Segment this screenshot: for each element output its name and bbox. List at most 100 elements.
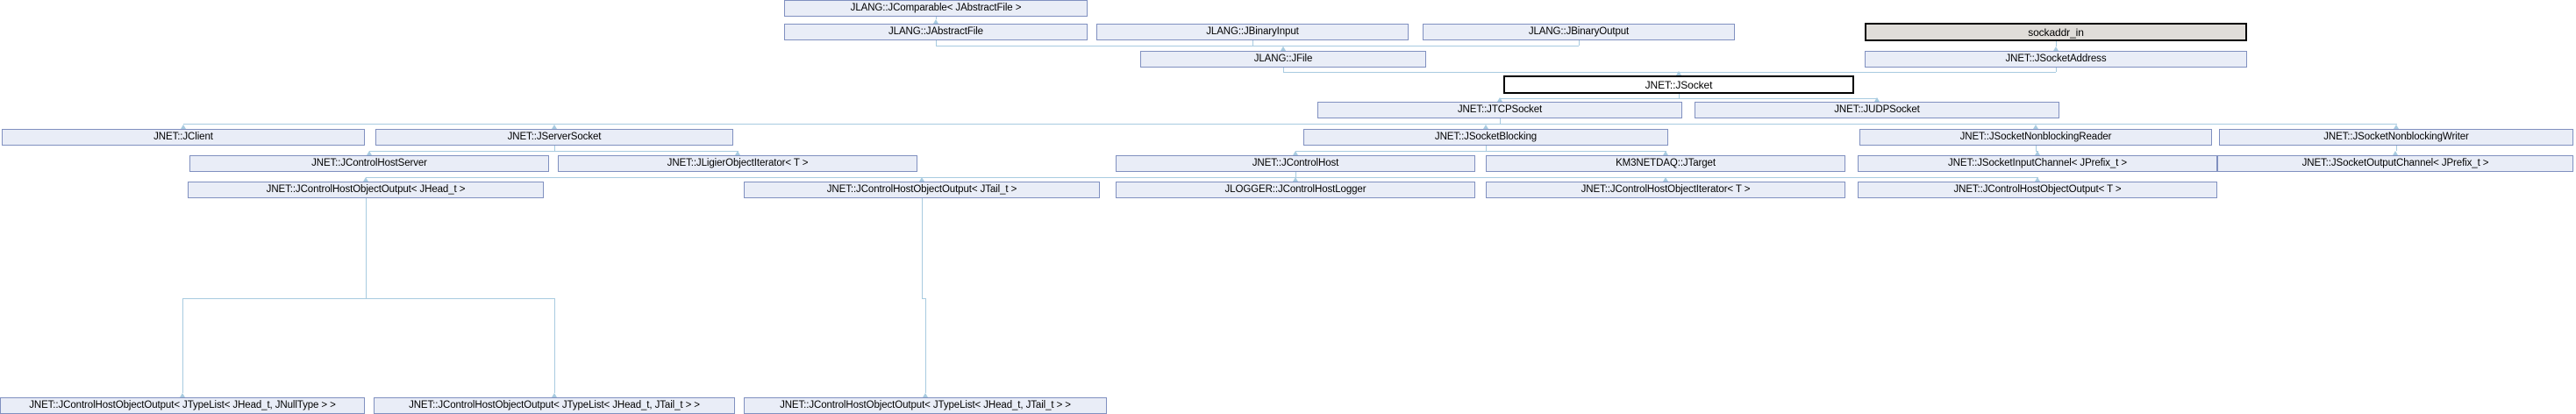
edge-vertical	[1486, 146, 1487, 151]
edge-vertical	[1500, 118, 1501, 124]
edge-vertical	[2396, 146, 2397, 151]
class-node-choiterator[interactable]: JNET::JControlHostObjectIterator< T >	[1486, 182, 1845, 198]
inheritance-arrowhead	[932, 19, 938, 24]
class-node-jtcpsocket[interactable]: JNET::JTCPSocket	[1317, 102, 1682, 118]
class-node-jabstractfile[interactable]: JLANG::JAbstractFile	[784, 24, 1088, 40]
inheritance-arrowhead	[1675, 71, 1681, 75]
class-node-jtarget[interactable]: KM3NETDAQ::JTarget	[1486, 155, 1845, 172]
edge-horizontal	[369, 151, 738, 152]
class-node-label: JLANG::JComparable< JAbstractFile >	[850, 2, 1022, 13]
class-node-choo_head[interactable]: JNET::JControlHostObjectOutput< JHead_t …	[188, 182, 544, 198]
inheritance-arrowhead	[366, 151, 372, 155]
class-node-choo_tl_tail2[interactable]: JNET::JControlHostObjectOutput< JTypeLis…	[744, 397, 1107, 414]
class-node-label: JNET::JControlHost	[1252, 157, 1339, 168]
edge-vertical	[1579, 40, 1580, 46]
edge-vertical	[554, 298, 555, 393]
class-node-label: JNET::JControlHostObjectOutput< JHead_t …	[266, 183, 466, 195]
inheritance-arrowhead	[1873, 97, 1880, 102]
class-node-jcontrolhostserver[interactable]: JNET::JControlHostServer	[189, 155, 549, 172]
edge-horizontal	[1500, 98, 1877, 99]
inheritance-arrowhead	[2392, 151, 2398, 155]
class-node-jsockinchannel[interactable]: JNET::JSocketInputChannel< JPrefix_t >	[1858, 155, 2217, 172]
inheritance-arrowhead	[2052, 46, 2059, 51]
class-node-jsocknbwriter[interactable]: JNET::JSocketNonblockingWriter	[2219, 129, 2573, 146]
edge-vertical	[1679, 94, 1680, 98]
class-node-jsocknbreader[interactable]: JNET::JSocketNonblockingReader	[1859, 129, 2212, 146]
edge-vertical	[2036, 124, 2037, 125]
edge-horizontal	[182, 298, 554, 299]
inheritance-arrowhead	[551, 125, 557, 129]
class-node-jbinaryinput[interactable]: JLANG::JBinaryInput	[1096, 24, 1409, 40]
inheritance-arrowhead	[2032, 125, 2038, 129]
class-node-judpsocket[interactable]: JNET::JUDPSocket	[1695, 102, 2059, 118]
inheritance-arrowhead	[1292, 151, 1298, 155]
edge-vertical	[936, 40, 937, 46]
class-node-sockaddr_in[interactable]: sockaddr_in	[1865, 23, 2247, 41]
class-node-jclient[interactable]: JNET::JClient	[2, 129, 365, 146]
inheritance-arrowhead	[1292, 177, 1298, 182]
class-node-jsocketaddress[interactable]: JNET::JSocketAddress	[1865, 51, 2247, 68]
edge-vertical	[2056, 41, 2057, 46]
inheritance-arrowhead	[1662, 151, 1668, 155]
edge-vertical	[1252, 40, 1253, 46]
class-node-label: JNET::JControlHostObjectOutput< JTypeLis…	[780, 399, 1071, 410]
class-node-label: JNET::JSocketNonblockingReader	[1959, 131, 2112, 142]
class-node-jsockoutchannel[interactable]: JNET::JSocketOutputChannel< JPrefix_t >	[2217, 155, 2573, 172]
inheritance-arrowhead	[1496, 97, 1502, 102]
inheritance-arrowhead	[179, 393, 185, 397]
class-node-label: JLANG::JBinaryInput	[1206, 25, 1299, 37]
edge-vertical	[182, 298, 183, 393]
class-node-label: JNET::JSocketOutputChannel< JPrefix_t >	[2301, 157, 2489, 168]
class-node-jfile[interactable]: JLANG::JFile	[1140, 51, 1426, 68]
class-node-choo_tail[interactable]: JNET::JControlHostObjectOutput< JTail_t …	[744, 182, 1100, 198]
inheritance-arrowhead	[362, 177, 368, 182]
inheritance-arrowhead	[1482, 125, 1488, 129]
class-node-label: JNET::JTCPSocket	[1457, 104, 1543, 115]
class-node-label: JLANG::JFile	[1253, 53, 1313, 64]
class-node-choo_t[interactable]: JNET::JControlHostObjectOutput< T >	[1858, 182, 2217, 198]
class-node-label: JNET::JControlHostObjectIterator< T >	[1581, 183, 1751, 195]
inheritance-arrowhead	[1280, 46, 1286, 51]
inheritance-arrowhead	[551, 393, 557, 397]
class-node-label: JLOGGER::JControlHostLogger	[1224, 183, 1366, 195]
class-node-label: JNET::JControlHostObjectOutput< JTail_t …	[826, 183, 1017, 195]
edge-vertical	[2396, 124, 2397, 125]
edge-vertical	[1295, 172, 1296, 177]
class-node-jcomparable[interactable]: JLANG::JComparable< JAbstractFile >	[784, 0, 1088, 17]
class-node-label: JNET::JControlHostObjectOutput< JTypeLis…	[409, 399, 700, 410]
edge-vertical	[2056, 68, 2057, 72]
class-node-label: JNET::JClient	[153, 131, 213, 142]
class-node-jsocketblocking[interactable]: JNET::JSocketBlocking	[1303, 129, 1668, 146]
inheritance-arrowhead	[2034, 151, 2040, 155]
edge-horizontal	[366, 177, 2037, 178]
inheritance-arrowhead	[918, 177, 924, 182]
class-node-jligieriterator[interactable]: JNET::JLigierObjectIterator< T >	[558, 155, 917, 172]
class-node-label: JNET::JSocketAddress	[2005, 53, 2107, 64]
inheritance-arrowhead	[922, 393, 928, 397]
edge-vertical	[1283, 68, 1284, 72]
inheritance-arrowhead	[2393, 125, 2399, 129]
edge-horizontal	[1295, 151, 1666, 152]
inheritance-arrowhead	[180, 125, 186, 129]
class-node-jbinaryoutput[interactable]: JLANG::JBinaryOutput	[1423, 24, 1735, 40]
edge-vertical	[925, 298, 926, 393]
class-node-jsocket[interactable]: JNET::JSocket	[1503, 75, 1854, 94]
edge-vertical	[936, 17, 937, 19]
class-node-label: JNET::JControlHostServer	[311, 157, 427, 168]
class-node-jcontrolhost[interactable]: JNET::JControlHost	[1116, 155, 1475, 172]
class-node-chlogger[interactable]: JLOGGER::JControlHostLogger	[1116, 182, 1475, 198]
class-node-choo_tl_tail1[interactable]: JNET::JControlHostObjectOutput< JTypeLis…	[374, 397, 735, 414]
class-node-choo_tl_null[interactable]: JNET::JControlHostObjectOutput< JTypeLis…	[0, 397, 365, 414]
inheritance-arrowhead	[734, 151, 740, 155]
edge-horizontal	[1679, 72, 2056, 73]
edge-vertical	[2036, 146, 2037, 151]
class-node-jserversocket[interactable]: JNET::JServerSocket	[375, 129, 733, 146]
class-node-label: JNET::JServerSocket	[507, 131, 602, 142]
edge-vertical	[554, 146, 555, 151]
class-node-label: JLANG::JBinaryOutput	[1528, 25, 1630, 37]
edge-vertical	[1486, 124, 1487, 125]
edge-vertical	[183, 124, 184, 125]
edge-vertical	[554, 124, 555, 125]
class-node-label: JNET::JControlHostObjectOutput< T >	[1953, 183, 2122, 195]
edge-horizontal	[922, 298, 925, 299]
